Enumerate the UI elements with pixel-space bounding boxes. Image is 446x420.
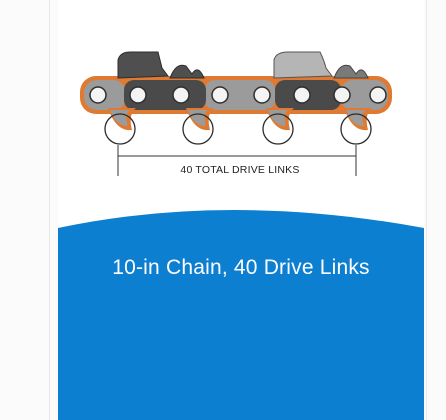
cutter-tooth-left [117, 51, 169, 79]
rivet [129, 86, 147, 104]
rivet [293, 86, 311, 104]
drive-link [182, 108, 214, 145]
left-gutter [0, 0, 50, 420]
chain-icon [80, 51, 392, 145]
blue-banner [58, 210, 424, 420]
cutter-tooth-right [273, 51, 333, 79]
drive-link [104, 108, 136, 145]
chain-size-caption: 10-in Chain, 40 Drive Links [112, 256, 370, 279]
rivets [89, 86, 387, 104]
product-image-card: 40 TOTAL DRIVE LINKS 10-in Chain, 40 Dri… [58, 0, 424, 420]
depth-gauge-right [333, 64, 369, 79]
rivet [369, 86, 387, 104]
rivet [211, 86, 229, 104]
drive-link [340, 108, 372, 145]
drive-link [262, 108, 294, 145]
rivet [253, 86, 271, 104]
drive-links [104, 108, 372, 145]
measurement-bracket [117, 145, 357, 176]
right-gutter [426, 0, 446, 420]
depth-gauge-left [169, 64, 205, 79]
rivet [89, 86, 107, 104]
rivet [333, 86, 351, 104]
drive-links-label: 40 TOTAL DRIVE LINKS [180, 164, 299, 176]
rivet [172, 86, 190, 104]
chain-diagram: 40 TOTAL DRIVE LINKS [80, 51, 392, 176]
